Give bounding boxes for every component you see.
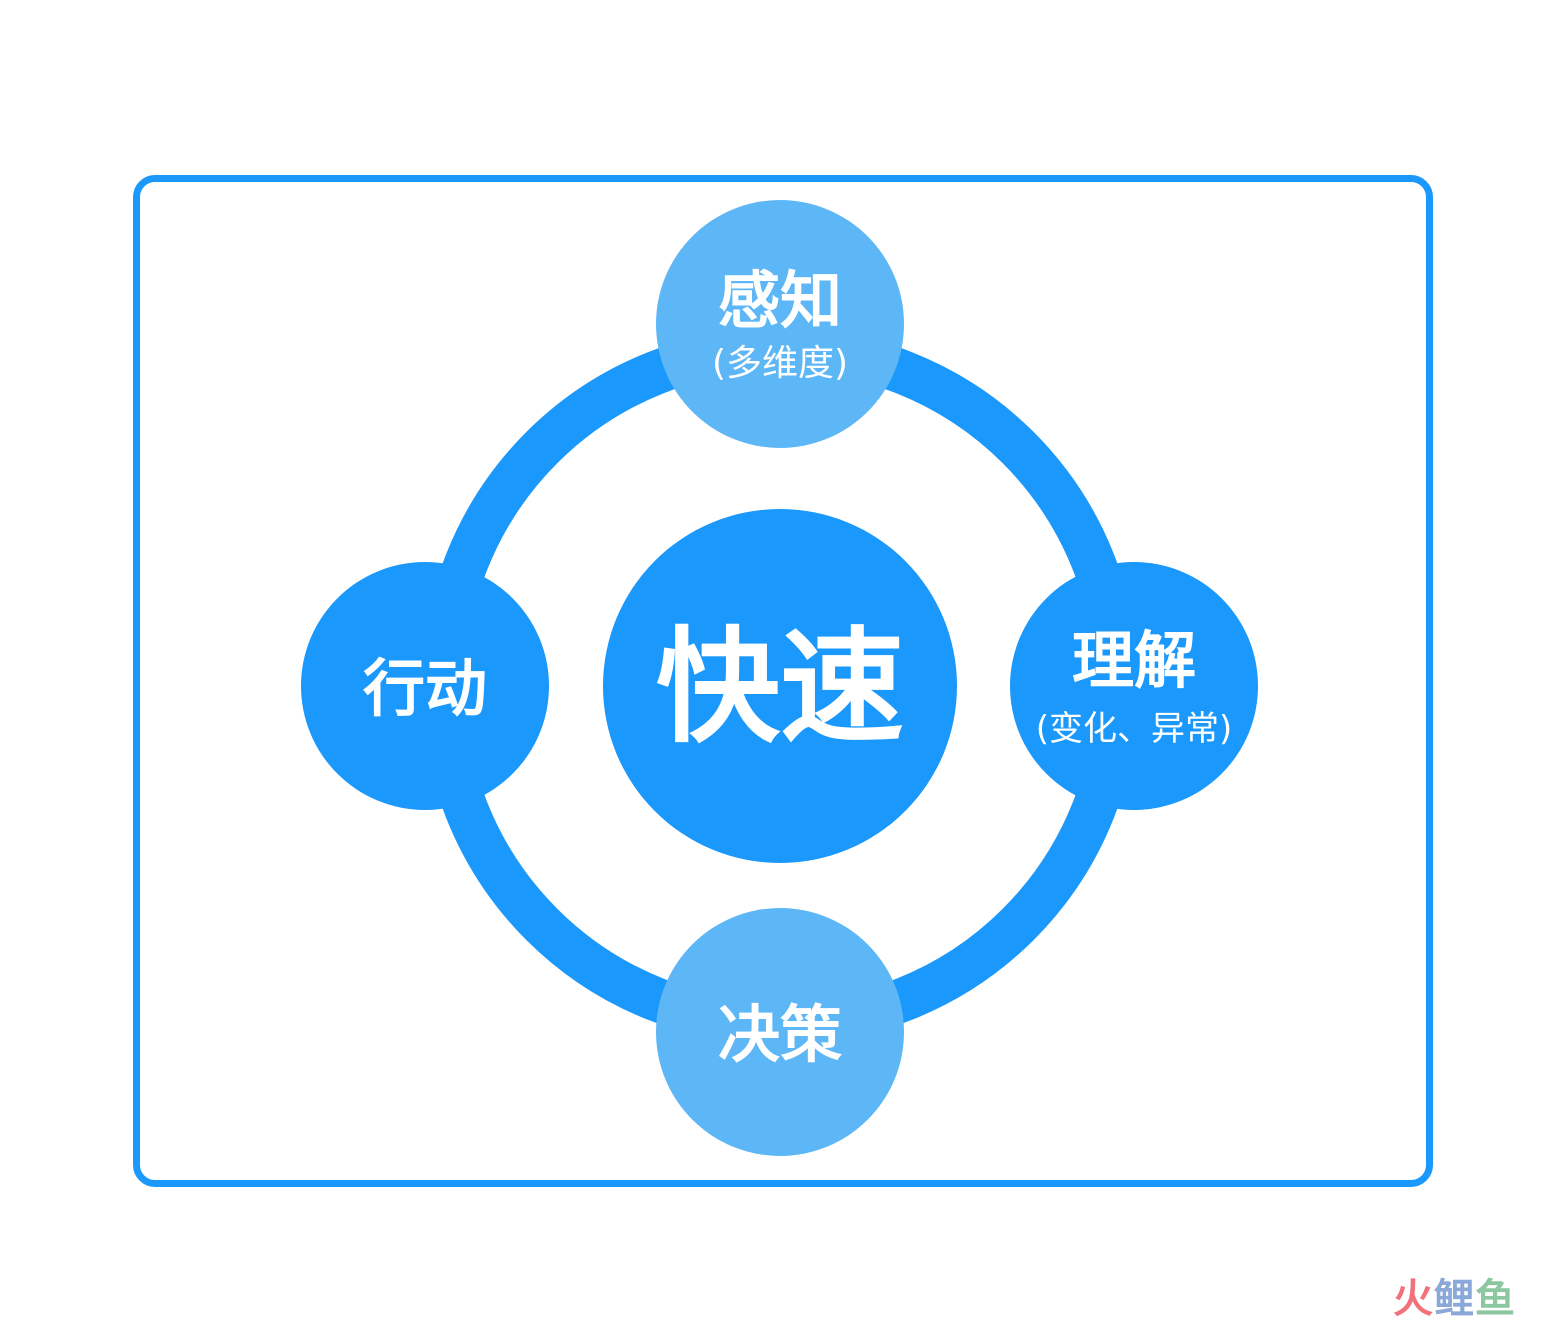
watermark-char-2: 鲤 — [1434, 1276, 1475, 1322]
node-top-sub: (多维度) — [712, 343, 848, 384]
node-left — [301, 562, 549, 810]
node-right-sub: (变化、异常) — [1036, 709, 1233, 749]
node-bottom — [656, 908, 904, 1156]
node-top-label: 感知 — [718, 264, 842, 337]
node-right-label: 理解 — [1072, 624, 1196, 697]
center-label: 快速 — [656, 616, 904, 760]
node-left-label: 行动 — [363, 652, 487, 725]
node-right — [1010, 562, 1258, 810]
diagram-frame — [133, 175, 1433, 1187]
node-bottom-label: 决策 — [718, 998, 842, 1071]
center-node — [603, 509, 957, 863]
watermark-logo: 火鲤鱼 — [1393, 1266, 1516, 1324]
watermark-char-1: 火 — [1393, 1276, 1434, 1322]
node-top — [656, 200, 904, 448]
watermark-char-3: 鱼 — [1475, 1276, 1516, 1322]
